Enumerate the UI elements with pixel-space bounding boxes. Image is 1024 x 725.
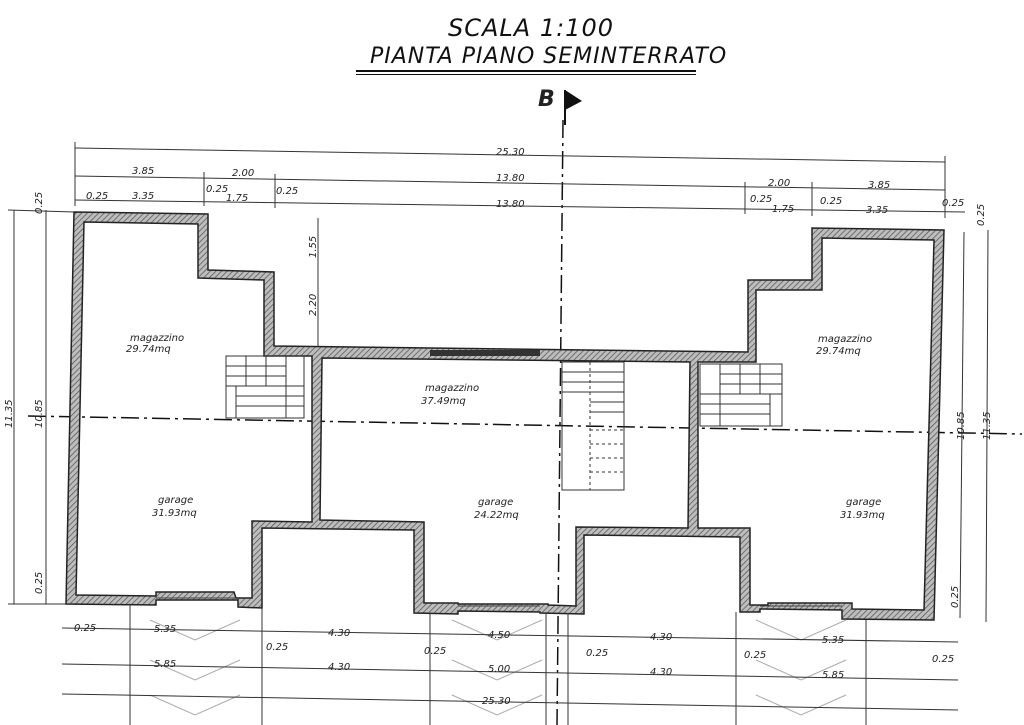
stair-left [225,355,305,419]
left-dimension-labels: 0.25 11.35 10.85 0.25 [4,192,45,594]
dim-label: 13.80 [496,199,525,210]
dim-label: 0.25 [586,648,608,659]
dim-label: 3.35 [866,205,888,216]
room-area: 29.74mq [816,346,861,357]
dim-label: 2.00 [232,168,254,179]
title-underline [356,70,696,72]
dim-label: 2.20 [308,294,319,316]
dim-label: 10.85 [34,399,45,428]
bottom-dimension-lines [61,627,959,711]
dim-label: 0.25 [276,186,298,197]
stair-center [561,361,625,491]
dim-label: 4.50 [488,630,510,641]
dim-label: 5.85 [822,670,844,681]
exterior-wall [65,211,945,621]
dim-label: 11.35 [4,399,15,428]
room-name: magazzino [818,334,872,345]
dim-label: 0.25 [34,572,45,594]
stair-right [699,363,783,427]
title-underline-thin [356,74,696,75]
section-axis-vertical [556,119,564,725]
room-area: 31.93mq [152,508,197,519]
flag-icon [565,90,582,110]
dim-label: 4.30 [650,632,672,643]
room-name: magazzino [130,333,184,344]
dim-label: 0.25 [74,623,96,634]
dim-label: 1.75 [226,193,248,204]
dim-label: 0.25 [206,184,228,195]
room-area: 29.74mq [126,344,171,355]
section-marker-b: B [538,87,582,125]
room-name: garage [846,497,881,508]
room-name: magazzino [425,383,479,394]
room-labels: magazzino 29.74mq magazzino 37.49mq maga… [126,333,885,521]
room-area: 37.49mq [421,396,466,407]
scale-title: SCALA 1:100 [448,14,614,42]
room-area: 31.93mq [840,510,885,521]
bottom-dimension-labels: 0.25 5.35 0.25 4.30 0.25 4.50 0.25 4.30 … [74,623,954,707]
right-dimension-lines [959,229,989,623]
dim-label: 25.30 [482,696,511,707]
dim-label: 5.85 [154,659,176,670]
room-area: 24.22mq [474,510,519,521]
top-dimension-lines [74,142,966,346]
dim-label: 0.25 [86,191,108,202]
dim-label: 0.25 [820,196,842,207]
dim-label: 5.00 [488,664,510,675]
openings [156,597,842,607]
dim-label: 0.25 [744,650,766,661]
dim-label: 0.25 [266,642,288,653]
dim-label: 1.55 [308,236,319,258]
room-name: garage [478,497,513,508]
section-label: B [538,87,555,112]
dim-label: 0.25 [950,586,961,608]
top-dimension-labels: 25.30 3.85 2.00 13.80 2.00 3.85 0.25 3.3… [86,147,964,316]
room-name: garage [158,495,193,506]
dim-label: 4.30 [650,667,672,678]
left-dimension-lines [7,209,75,605]
dim-label: 3.35 [132,191,154,202]
dim-label: 2.00 [768,178,790,189]
dim-label: 0.25 [424,646,446,657]
dim-label: 10.85 [956,411,967,440]
plan-title: PIANTA PIANO SEMINTERRATO [370,44,728,69]
dim-label: 0.25 [34,192,45,214]
dim-label: 4.30 [328,662,350,673]
dim-label: 1.75 [772,204,794,215]
dim-label: 5.35 [822,635,844,646]
dim-label: 3.85 [132,166,154,177]
dim-label: 3.85 [868,180,890,191]
dim-label: 4.30 [328,628,350,639]
dim-label: 0.25 [976,204,987,226]
beam [430,350,540,356]
right-dimension-labels: 0.25 10.85 11.35 0.25 [950,204,993,608]
dim-label: 5.35 [154,624,176,635]
dim-label: 0.25 [750,194,772,205]
dim-label: 0.25 [942,198,964,209]
dim-label: 11.35 [982,411,993,440]
dim-label: 13.80 [496,173,525,184]
section-axis-horizontal [27,415,1023,435]
dim-label: 0.25 [932,654,954,665]
dim-label: 25.30 [496,147,525,158]
